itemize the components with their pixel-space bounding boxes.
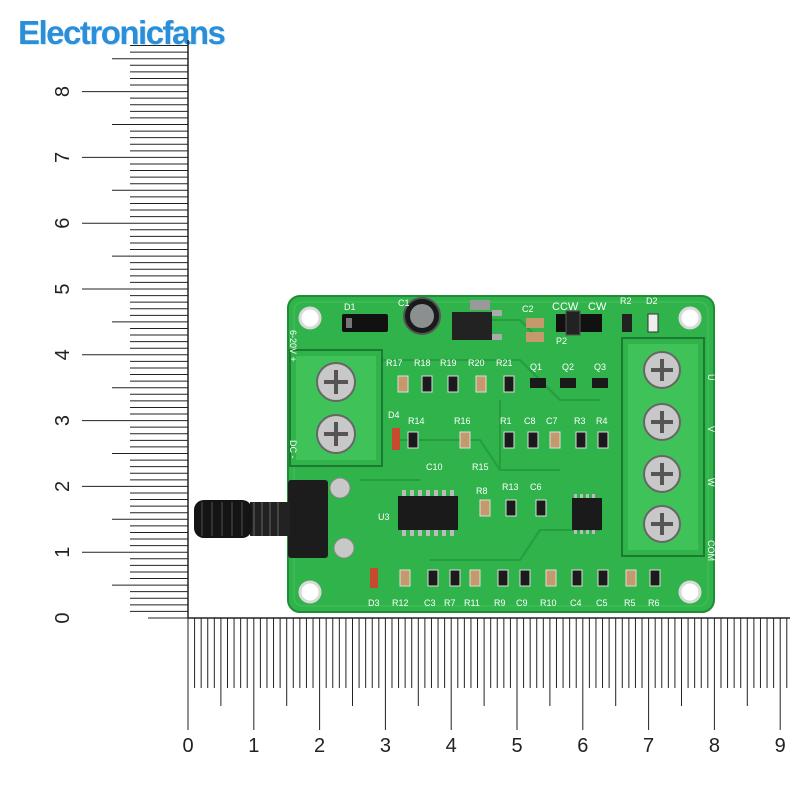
ruler-number: 3 — [380, 735, 391, 757]
silk-label: V — [706, 426, 716, 432]
silk-label: C9 — [516, 598, 528, 608]
silk-label: R11 — [464, 598, 480, 608]
silk-label: Q1 — [530, 362, 542, 372]
silk-label: C8 — [524, 416, 536, 426]
ruler-number: 1 — [52, 547, 74, 558]
silk-label: 6-20V + — [288, 330, 298, 362]
silk-label: R8 — [476, 486, 488, 496]
silk-label: R7 — [444, 598, 456, 608]
silk-label: C6 — [530, 482, 542, 492]
silk-label: R5 — [624, 598, 636, 608]
silk-label: C4 — [570, 598, 582, 608]
ruler-number: 9 — [775, 735, 786, 757]
ruler-number: 0 — [52, 612, 74, 623]
silk-label: C3 — [424, 598, 436, 608]
silk-label: Q2 — [562, 362, 574, 372]
brand-logo: Electronicfans — [18, 14, 226, 51]
ruler-number: 8 — [52, 86, 74, 97]
silk-label: P2 — [556, 336, 567, 346]
silk-label: C2 — [522, 304, 534, 314]
silk-label: Q3 — [594, 362, 606, 372]
silk-label: U3 — [378, 512, 390, 522]
ruler-number: 0 — [182, 735, 193, 757]
ruler-number: 1 — [248, 735, 259, 757]
silk-label: D2 — [646, 296, 658, 306]
ruler-number: 2 — [52, 481, 74, 492]
ruler-number: 6 — [577, 735, 588, 757]
silk-label: R12 — [392, 598, 409, 608]
silk-label: DC - — [288, 440, 298, 459]
silk-label: R3 — [574, 416, 586, 426]
ruler-number: 7 — [52, 152, 74, 163]
silk-label: D1 — [344, 302, 356, 312]
silk-label: R10 — [540, 598, 557, 608]
ruler-number: 2 — [314, 735, 325, 757]
silk-label: R19 — [440, 358, 457, 368]
silk-label: R4 — [596, 416, 608, 426]
silk-label: R6 — [648, 598, 660, 608]
silk-label: CW — [588, 301, 607, 313]
ruler-number: 3 — [52, 415, 74, 426]
ruler-number: 8 — [709, 735, 720, 757]
ruler-number: 6 — [52, 218, 74, 229]
ruler-number: 7 — [643, 735, 654, 757]
silk-label: C7 — [546, 416, 558, 426]
silk-label: R13 — [502, 482, 519, 492]
silk-label: W — [706, 478, 716, 487]
silk-label: R20 — [468, 358, 485, 368]
silk-label: C10 — [426, 462, 443, 472]
horizontal-ruler-numbers: 0 1 2 3 4 5 6 7 8 9 — [182, 735, 785, 757]
ruler-number: 5 — [52, 283, 74, 294]
ruler-number: 4 — [52, 349, 74, 360]
vertical-ruler: 0 1 2 3 4 5 6 7 8 — [52, 40, 189, 624]
ruler-number: 4 — [446, 735, 457, 757]
silk-label: U — [706, 374, 716, 381]
silk-label: R15 — [472, 462, 489, 472]
silk-label: R21 — [496, 358, 513, 368]
vertical-ruler-numbers: 0 1 2 3 4 5 6 7 8 — [52, 86, 74, 624]
silk-label: R1 — [500, 416, 512, 426]
silk-label: D3 — [368, 598, 380, 608]
silk-label: COM — [706, 540, 716, 561]
silk-label: C5 — [596, 598, 608, 608]
horizontal-ruler: 0 1 2 3 4 5 6 7 8 9 — [182, 617, 790, 757]
silk-label: C1 — [398, 298, 410, 308]
silk-label: R18 — [414, 358, 431, 368]
silk-label: D4 — [388, 410, 400, 420]
ruler-number: 5 — [511, 735, 522, 757]
silk-label: CCW — [552, 301, 579, 313]
silk-label: R16 — [454, 416, 471, 426]
silk-label: R9 — [494, 598, 506, 608]
silk-label: R14 — [408, 416, 425, 426]
silk-label: R2 — [620, 296, 632, 306]
silk-label: R17 — [386, 358, 403, 368]
